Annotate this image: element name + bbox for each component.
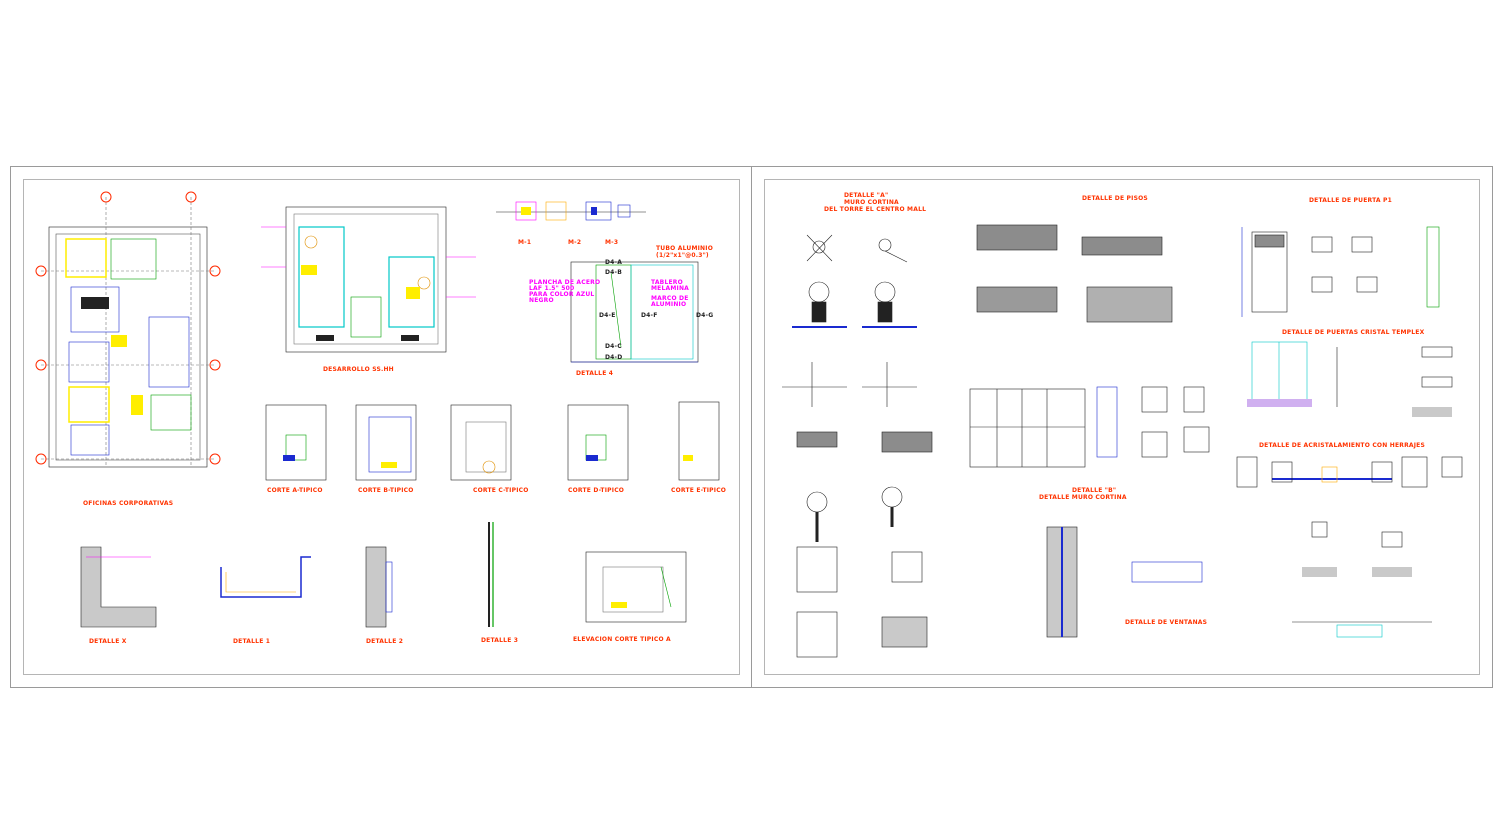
- left-drawing-sheet: OFICINAS CORPORATIVAS DESARROLLO SS.HH D…: [10, 166, 753, 688]
- window-details: [1046, 521, 1432, 638]
- door-p1: [1241, 226, 1440, 317]
- det-puertas-cristal-title: DETALLE DE PUERTAS CRISTAL TEMPLEX: [1282, 329, 1425, 336]
- det-1-label: DETALLE 1: [233, 638, 271, 645]
- det-3-label: DETALLE 3: [481, 637, 519, 644]
- glazing-hardware: [1236, 456, 1463, 488]
- door-sections: [496, 201, 646, 221]
- left-sheet-border: [23, 179, 740, 675]
- right-drawing-sheet: DETALLE "A" MURO CORTINA DEL TORRE EL CE…: [751, 166, 1493, 688]
- d4b-tag: D4-B: [605, 269, 623, 276]
- det-acristal-title: DETALLE DE ACRISTALAMIENTO CON HERRAJES: [1259, 442, 1425, 449]
- det-pisos-title: DETALLE DE PISOS: [1082, 195, 1148, 202]
- sshh-plan: [261, 206, 476, 353]
- det-ventanas-title: DETALLE DE VENTANAS: [1125, 619, 1208, 626]
- spider-fittings: [782, 234, 933, 658]
- detalle-4-elevation: [570, 261, 699, 363]
- plancha-label-4: NEGRO: [529, 297, 554, 304]
- tablero-label-3: MARCO DE: [651, 295, 689, 302]
- det-muro-title: DETALLE MURO CORTINA: [1039, 494, 1127, 501]
- plan-title: OFICINAS CORPORATIVAS: [83, 500, 174, 507]
- floor-plan: [41, 197, 215, 468]
- det-2-label: DETALLE 2: [366, 638, 404, 645]
- corte-b-label: CORTE B-TIPICO: [358, 487, 414, 494]
- plancha-label-2: LAF 1.5" 500: [529, 285, 575, 292]
- bottom-details: [80, 522, 687, 628]
- cortes-row: [265, 401, 720, 481]
- m3-label: M-3: [605, 239, 619, 246]
- plancha-label-3: PARA COLOR AZUL: [529, 291, 595, 298]
- tablero-label-2: MELAMINA: [651, 285, 690, 292]
- det-a-sub1: MURO CORTINA: [844, 199, 899, 206]
- elev-label: ELEVACION CORTE TIPICO A: [573, 636, 671, 643]
- m2-label: M-2: [568, 239, 582, 246]
- d4a-tag: D4-A: [605, 259, 623, 266]
- tubo-label: TUBO ALUMINIO: [656, 245, 714, 252]
- grid-bubbles: [35, 191, 221, 465]
- plancha-label-1: PLANCHA DE ACERO: [529, 279, 601, 286]
- d4d-tag: D4-D: [605, 354, 623, 361]
- det-a-sub2: DEL TORRE EL CENTRO MALL: [824, 206, 927, 213]
- right-sheet-drawing: [782, 224, 1463, 658]
- det-b-title: DETALLE "B": [1072, 487, 1117, 494]
- det-puerta-title: DETALLE DE PUERTA P1: [1309, 197, 1393, 204]
- corte-e-label: CORTE E-TIPICO: [671, 487, 727, 494]
- corte-a-label: CORTE A-TIPICO: [267, 487, 323, 494]
- right-sheet-border: [764, 179, 1480, 675]
- det-x-label: DETALLE X: [89, 638, 127, 645]
- tablero-label-1: TABLERO: [651, 279, 683, 286]
- tablero-label-4: ALUMINIO: [651, 301, 687, 308]
- d4g-tag: D4-G: [696, 312, 714, 319]
- corte-c-label: CORTE C-TIPICO: [473, 487, 529, 494]
- glass-doors: [1247, 341, 1453, 417]
- det4-title: DETALLE 4: [576, 370, 614, 377]
- dev-title: DESARROLLO SS.HH: [323, 366, 394, 373]
- det-a-title: DETALLE "A": [844, 192, 889, 199]
- left-sheet-drawing: [35, 191, 720, 628]
- curtain-wall: [969, 386, 1210, 468]
- d4c-tag: D4-C: [605, 343, 622, 350]
- corte-d-label: CORTE D-TIPICO: [568, 487, 625, 494]
- floor-details: [976, 224, 1173, 323]
- tubo-spec-label: (1/2"x1"@0.3"): [656, 252, 709, 259]
- d4f-tag: D4-F: [641, 312, 658, 319]
- m1-label: M-1: [518, 239, 532, 246]
- d4e-tag: D4-E: [599, 312, 616, 319]
